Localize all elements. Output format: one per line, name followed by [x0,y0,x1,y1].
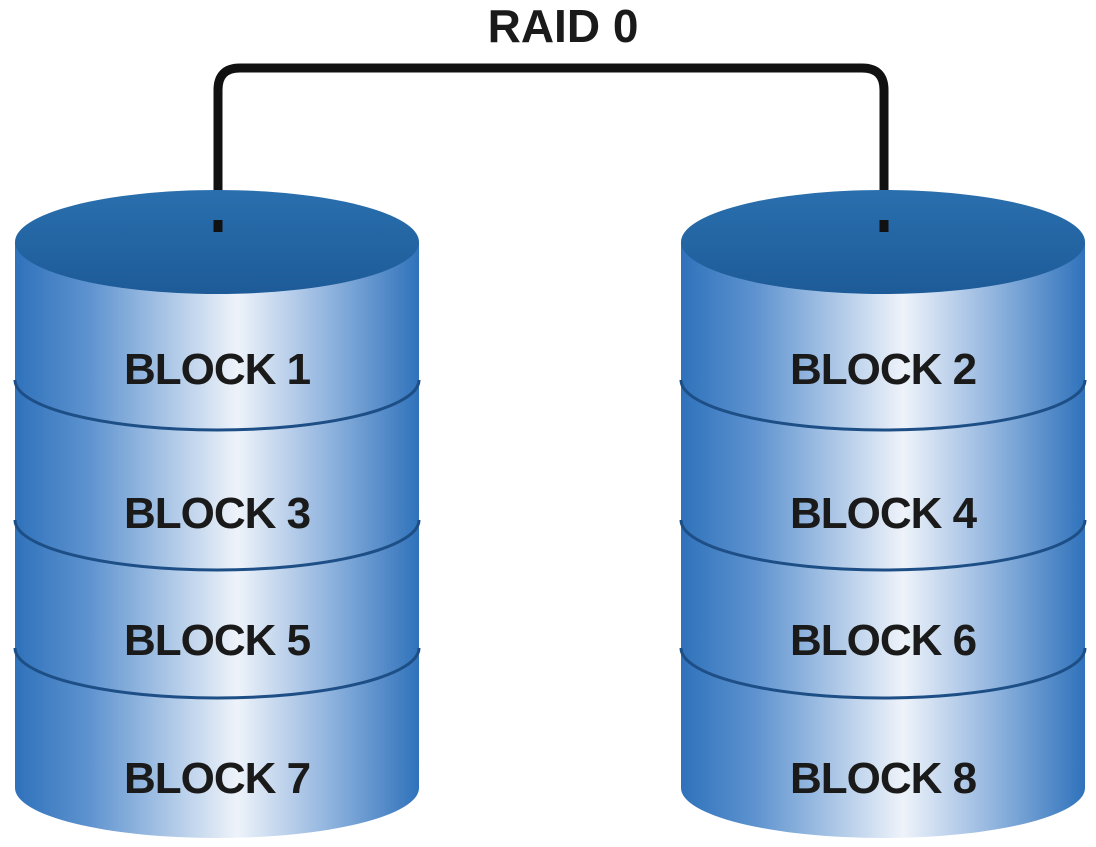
disk-left: BLOCK 1 BLOCK 3 BLOCK 5 BLOCK 7 [13,190,421,838]
block-label: BLOCK 1 [124,345,311,394]
block-separator [13,647,421,700]
block-label: BLOCK 4 [790,489,978,538]
block-label: BLOCK 5 [124,616,311,665]
block-separator [679,379,1087,432]
connector-line [213,63,889,232]
diagram-title: RAID 0 [488,0,639,52]
block-label: BLOCK 7 [124,754,310,803]
block-separator [679,647,1087,700]
block-separator [13,519,421,572]
disk-body [681,242,1085,838]
disk-right: BLOCK 2 BLOCK 4 BLOCK 6 BLOCK 8 [679,190,1087,838]
disk-top [15,190,419,294]
disk-top [681,190,1085,294]
block-label: BLOCK 6 [790,616,976,665]
block-separator [679,519,1087,572]
block-separator [13,379,421,432]
block-label: BLOCK 8 [790,754,977,803]
disk-body [15,242,419,838]
block-label: BLOCK 3 [124,489,310,538]
block-label: BLOCK 2 [790,345,976,394]
